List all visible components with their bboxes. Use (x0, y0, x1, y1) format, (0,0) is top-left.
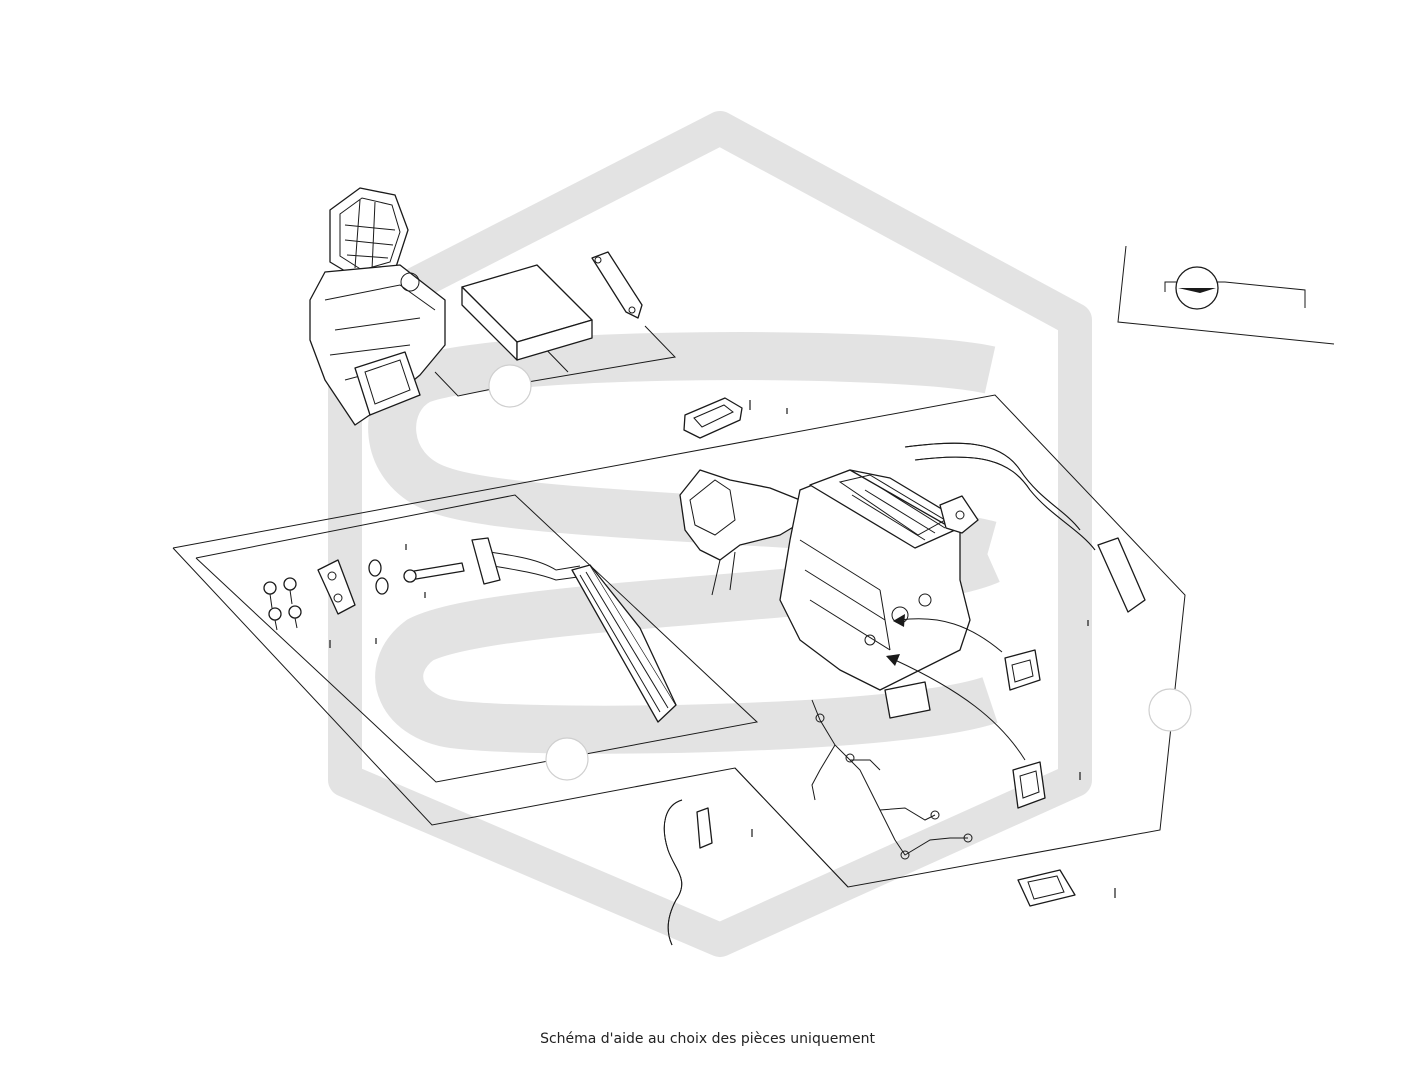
mounting-bracket[interactable] (591, 251, 643, 319)
expansion-valve[interactable] (317, 559, 356, 615)
vent-bezel-top[interactable] (683, 397, 743, 439)
hose-group-outline (734, 767, 849, 888)
bolts-set[interactable] (263, 577, 302, 631)
vent-bezel-bottom[interactable] (1017, 869, 1076, 907)
long-bolt[interactable] (403, 562, 465, 583)
arrow-actuator-2 (886, 654, 1026, 761)
heater-group-outline (172, 394, 1186, 888)
heater-core[interactable] (471, 537, 677, 723)
arrow-actuator-1 (893, 614, 1003, 653)
leader-ticks (329, 400, 1116, 898)
heater-core-inner-outline (195, 494, 759, 783)
detail-inset (1164, 266, 1306, 310)
callout-marker-blower[interactable] (488, 364, 532, 408)
wiring-harness[interactable] (811, 699, 973, 860)
actuator-top[interactable] (939, 495, 979, 534)
heater-hoses[interactable] (904, 442, 1146, 613)
drain-hose[interactable] (663, 799, 713, 946)
diagram-caption: Schéma d'aide au choix des pièces unique… (540, 1031, 875, 1047)
blower-housing[interactable] (309, 187, 446, 426)
actuator-lower-2[interactable] (1012, 761, 1046, 809)
actuator-lower-1[interactable] (1004, 649, 1041, 691)
cabin-filter[interactable] (461, 264, 593, 361)
group-outlines (172, 245, 1335, 888)
hvac-main-unit[interactable] (679, 469, 971, 719)
callout-marker-heater-core[interactable] (545, 737, 589, 781)
o-rings[interactable] (368, 559, 389, 595)
detail-box-outline (1117, 245, 1335, 345)
callout-marker-hvac-right[interactable] (1148, 688, 1192, 732)
